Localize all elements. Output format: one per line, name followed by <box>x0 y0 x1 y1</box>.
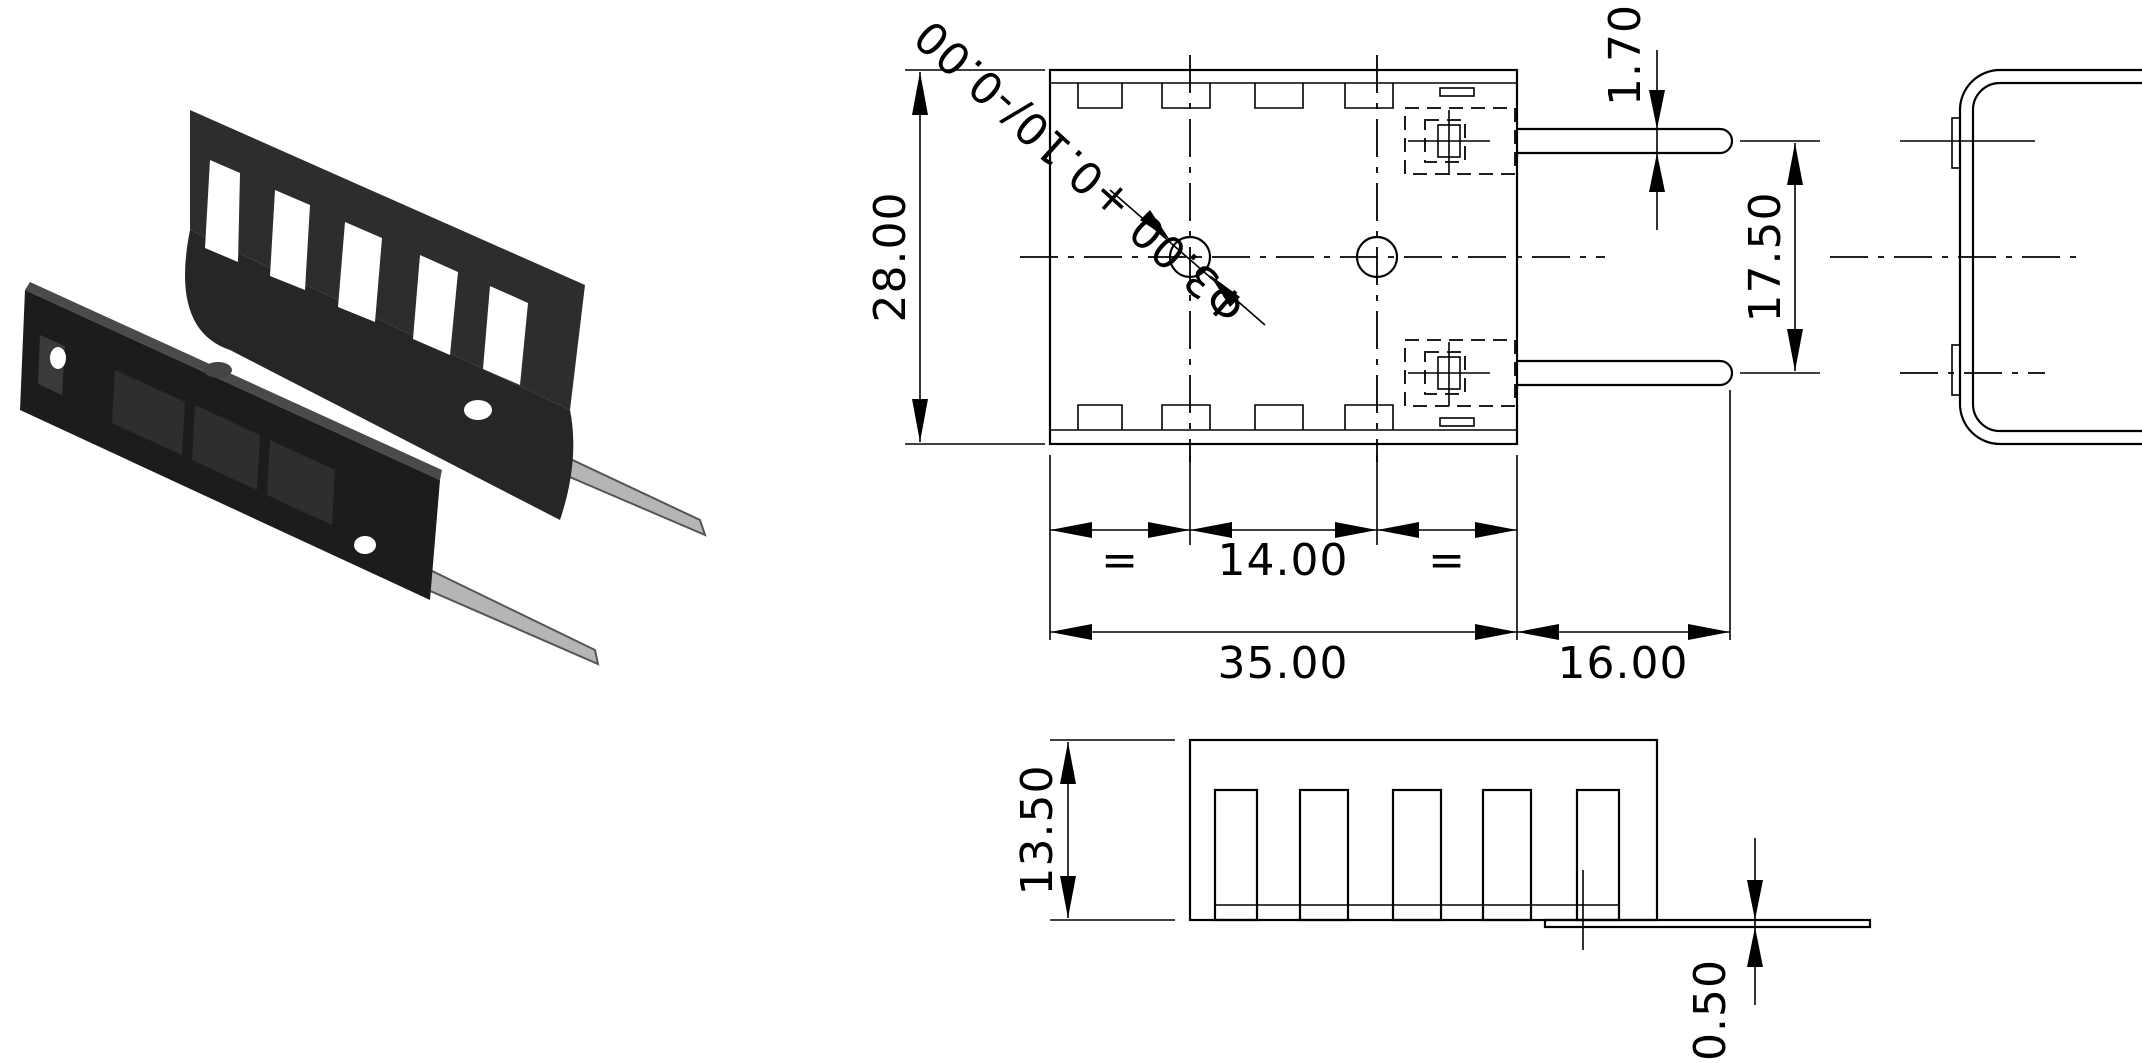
width-dimensions: = 14.00 = 35.00 16.00 <box>1049 390 1731 689</box>
pin-spacing-label: 17.50 <box>1740 192 1791 323</box>
pin-spacing-dimension: 17.50 <box>1740 140 1820 374</box>
total-width-label: 35.00 <box>1218 638 1349 689</box>
pin-length-label: 16.00 <box>1558 638 1689 689</box>
pin-thickness-label: 1.70 <box>1600 4 1651 106</box>
front-view <box>1188 738 1872 950</box>
equal-right-label: = <box>1428 535 1466 586</box>
thickness-dimension: 0.50 <box>1685 838 1763 1061</box>
equal-left-label: = <box>1101 535 1139 586</box>
fin-height-dimension: 13.50 <box>1012 739 1175 921</box>
thickness-label: 0.50 <box>1685 959 1736 1061</box>
hole-diameter-label: Φ3.00 +0.10/-0.00 <box>905 9 1257 333</box>
height-label: 28.00 <box>865 192 916 323</box>
heatsink-photo <box>20 110 707 666</box>
side-view <box>1830 68 2142 446</box>
fin-height-label: 13.50 <box>1012 765 1063 896</box>
hole-diameter-callout: Φ3.00 +0.10/-0.00 <box>905 9 1266 333</box>
top-view <box>1020 55 1734 462</box>
hole-spacing-label: 14.00 <box>1218 535 1349 586</box>
height-dimension: 28.00 <box>865 69 1045 445</box>
pin-thickness-dimension: 1.70 <box>1600 4 1665 230</box>
